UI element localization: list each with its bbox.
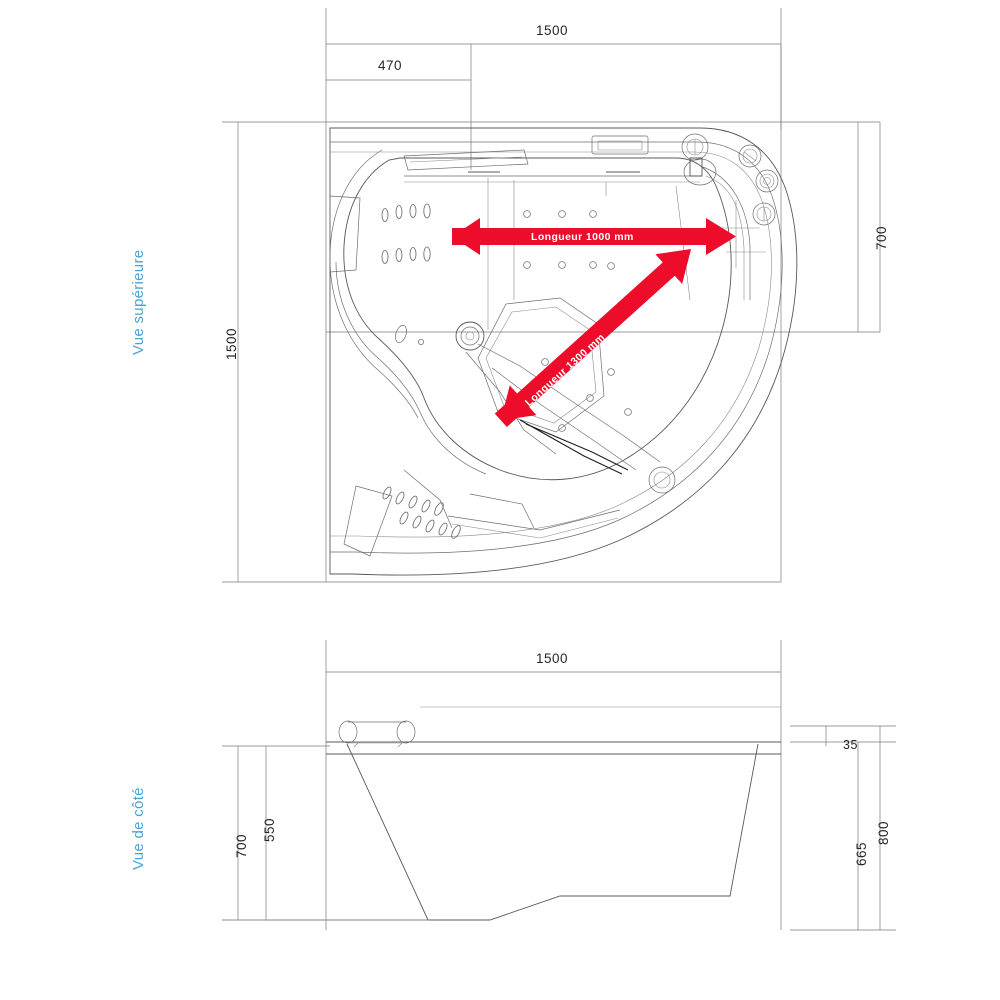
- side-view-dimension-frame: [222, 640, 896, 931]
- bathtub-side-view: [222, 706, 781, 921]
- jet-holes-lower: [382, 486, 461, 539]
- dim-side-overall-width: 1500: [536, 651, 569, 666]
- jet-holes-upper: [381, 203, 431, 264]
- headrest-pillow: [338, 720, 416, 748]
- top-view-dimension-frame: [222, 8, 881, 583]
- dim-top-overall-width: 1500: [536, 23, 569, 38]
- arrow-length-1300: [494, 248, 692, 427]
- dim-side-inner-depth: 550: [262, 817, 277, 842]
- dim-side-rim-thickness: 35: [843, 738, 858, 752]
- dim-top-offset-width: 470: [378, 58, 403, 73]
- dim-side-total-height: 800: [876, 820, 891, 845]
- dim-side-basin-height: 665: [854, 841, 869, 866]
- arrow-length-1000: [452, 218, 736, 255]
- bathtub-top-view: [329, 127, 798, 576]
- view-label-side: Vue de côté: [130, 787, 147, 870]
- dim-side-left-height: 700: [234, 833, 249, 858]
- view-label-top: Vue supérieure: [130, 249, 147, 355]
- red-measure-arrows: [452, 218, 736, 427]
- dim-top-right-depth: 700: [874, 225, 889, 250]
- dim-top-overall-depth: 1500: [224, 327, 239, 360]
